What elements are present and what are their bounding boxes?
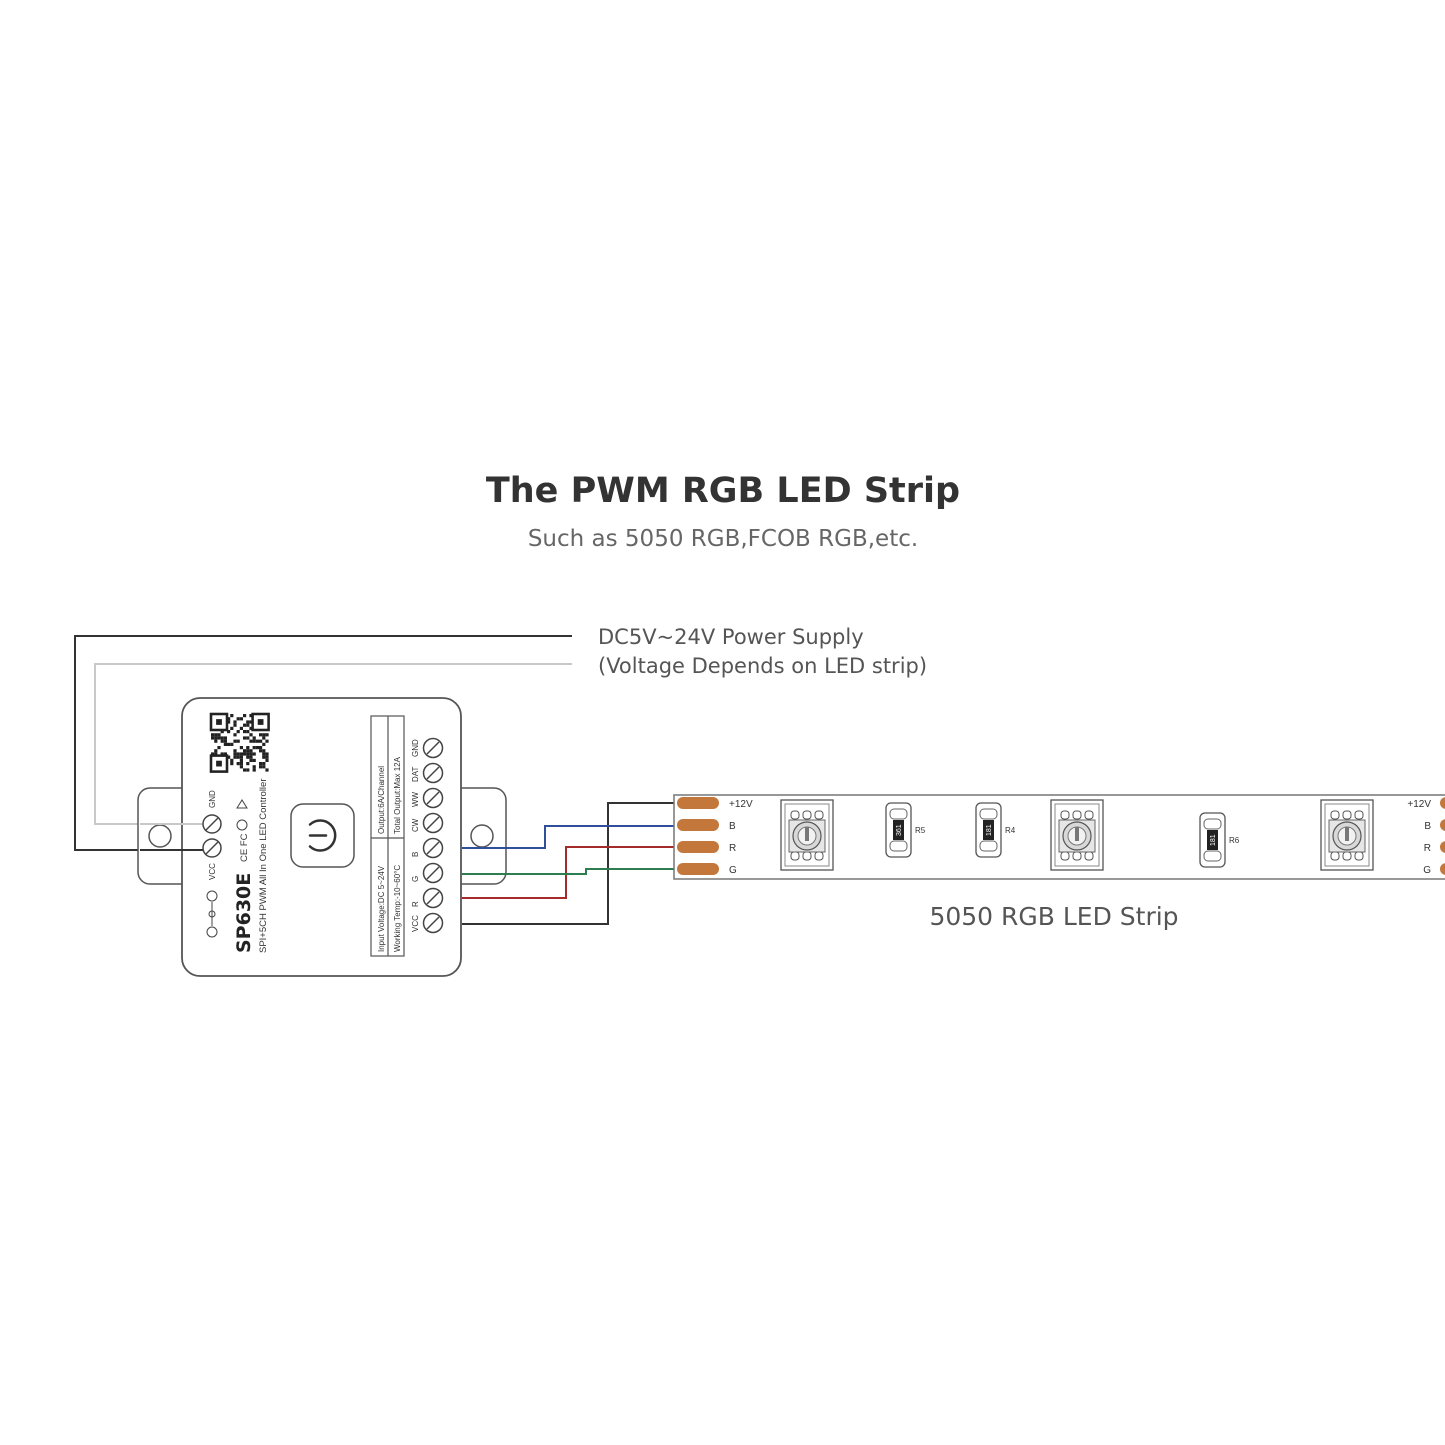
resistor-ref: R5 bbox=[915, 826, 926, 835]
solder-pad bbox=[1440, 841, 1445, 853]
output-terminal-g bbox=[422, 862, 444, 884]
solder-pad-label: R bbox=[1424, 843, 1431, 854]
recycle-icon bbox=[236, 799, 248, 809]
power-terminal-gnd bbox=[202, 814, 222, 834]
spec-working-temp: Working Temp:-10~60°C bbox=[393, 865, 402, 952]
resistor-r5: 361 R5 bbox=[885, 802, 926, 858]
output-terminals: GND DAT WW CW B G R VCC bbox=[411, 737, 444, 934]
output-terminal-cw bbox=[422, 812, 444, 834]
certification-marks: CE FC bbox=[239, 833, 250, 862]
resistor-code: 361 bbox=[896, 824, 903, 836]
solder-pad-label: G bbox=[729, 865, 737, 876]
wire-red bbox=[462, 846, 676, 899]
spec-input-voltage: Input Voltage:DC 5~24V bbox=[377, 865, 386, 952]
output-terminal-ww bbox=[422, 787, 444, 809]
mount-hole-right bbox=[470, 824, 494, 848]
output-terminal-label: VCC bbox=[411, 915, 420, 932]
output-terminal-label: R bbox=[411, 901, 420, 907]
qr-code bbox=[209, 712, 270, 773]
power-terminal-label-vcc: VCC bbox=[208, 863, 217, 880]
output-terminal-b bbox=[422, 837, 444, 859]
led-5050-chip bbox=[1320, 799, 1374, 871]
solder-pad bbox=[1440, 863, 1445, 875]
output-terminal-gnd bbox=[422, 737, 444, 759]
output-terminal-label: B bbox=[411, 852, 420, 857]
output-terminal-vcc bbox=[422, 912, 444, 934]
output-terminal-label: G bbox=[411, 876, 420, 882]
output-terminal-dat bbox=[422, 762, 444, 784]
resistor-ref: R4 bbox=[1005, 826, 1016, 835]
solder-pad bbox=[677, 863, 719, 875]
resistor-ref: R6 bbox=[1229, 836, 1240, 845]
output-terminal-label: CW bbox=[411, 818, 420, 832]
output-terminal-label: WW bbox=[411, 791, 420, 807]
spec-output-channel: Output:6A/Channel bbox=[377, 766, 386, 834]
solder-pad-label: +12V bbox=[729, 799, 753, 810]
solder-pads-left: +12V BRG bbox=[677, 797, 753, 876]
solder-pad bbox=[1440, 797, 1445, 809]
resistor-r4: 181 R4 bbox=[975, 802, 1016, 858]
wire-black-vcc bbox=[462, 802, 676, 925]
power-terminal-vcc bbox=[202, 838, 222, 858]
solder-pad-label: G bbox=[1423, 865, 1431, 876]
wire-blue bbox=[462, 825, 676, 849]
controller-model: SP630E bbox=[233, 873, 255, 953]
resistor-code: 181 bbox=[986, 824, 993, 836]
page-subtitle: Such as 5050 RGB,FCOB RGB,etc. bbox=[528, 526, 918, 552]
led-5050-chip bbox=[1050, 799, 1104, 871]
solder-pad-label: +12V bbox=[1407, 799, 1431, 810]
rohs-icon bbox=[236, 819, 248, 831]
power-supply-label: DC5V~24V Power Supply bbox=[598, 625, 864, 649]
wire-green bbox=[462, 868, 676, 875]
resistor-r6: 181 R6 bbox=[1199, 812, 1240, 868]
solder-pad-label: R bbox=[729, 843, 736, 854]
solder-pad bbox=[1440, 819, 1445, 831]
spec-total-output: Total Output:Max 12A bbox=[393, 756, 402, 834]
output-terminal-r bbox=[422, 887, 444, 909]
resistor-code: 181 bbox=[1210, 834, 1217, 846]
solder-pad-label: B bbox=[1424, 821, 1431, 832]
solder-pad bbox=[677, 797, 719, 809]
dc-polarity-icon bbox=[206, 890, 218, 938]
power-terminal-label-gnd: GND bbox=[208, 790, 217, 808]
output-terminal-label: DAT bbox=[411, 766, 420, 782]
power-supply-note: (Voltage Depends on LED strip) bbox=[598, 654, 927, 678]
solder-pad bbox=[677, 819, 719, 831]
controller-description: SPI+5CH PWM All In One LED Controller bbox=[258, 779, 269, 954]
strip-label: 5050 RGB LED Strip bbox=[929, 902, 1178, 931]
output-terminal-label: GND bbox=[411, 739, 420, 757]
solder-pads-right: +12V BRG bbox=[1407, 797, 1445, 876]
power-icon bbox=[308, 819, 337, 852]
page-title: The PWM RGB LED Strip bbox=[486, 471, 960, 511]
led-5050-chip bbox=[780, 799, 834, 871]
mount-hole-left bbox=[148, 824, 172, 848]
solder-pad bbox=[677, 841, 719, 853]
led-chips bbox=[780, 799, 1374, 871]
solder-pad-label: B bbox=[729, 821, 736, 832]
